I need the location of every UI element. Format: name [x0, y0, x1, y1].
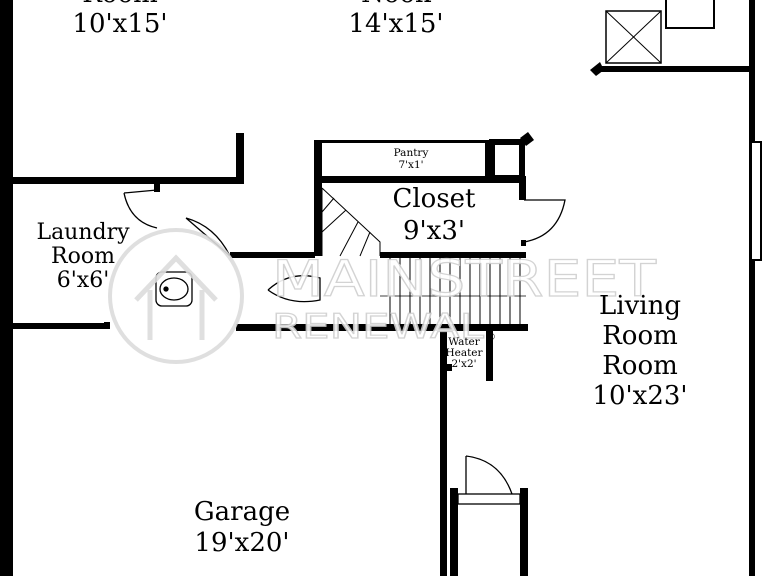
laundry-room-line-1: Room [51, 244, 115, 269]
garage-door-swing [465, 455, 513, 495]
laundry-door-jamb-bottom [104, 322, 110, 329]
garage-entry-right-wall [520, 488, 528, 576]
room-top-left-line-1: 10'x15' [72, 9, 167, 39]
hall-bottom-wall-right [236, 324, 528, 331]
watermark-house-icon [134, 254, 218, 340]
pantry-cabinet [489, 139, 525, 181]
watermark-registered-mark: ® [486, 332, 496, 343]
pantry-top-wall-line [322, 140, 487, 143]
living-room-window [750, 141, 762, 261]
water-heater-line-0: Water [448, 336, 481, 348]
water-heater-line-1: Heater [445, 347, 483, 359]
watermark: MAINSTREET RENEWAL ® [108, 228, 657, 364]
living-room-line-0: Living [599, 291, 681, 321]
nook-line-0: Nook [361, 0, 431, 9]
watermark-sub: RENEWAL [272, 307, 484, 347]
water-heater-right-wall [486, 331, 493, 381]
hall-small-door-swing [267, 275, 321, 303]
garage-entry-left-wall [450, 488, 458, 576]
stair-winder-1 [321, 197, 335, 213]
laundry-room-line-0: Laundry [36, 220, 130, 245]
stair-winder-4 [359, 231, 371, 257]
powder-room-fixtures [155, 271, 193, 307]
garage-line-0: Garage [194, 497, 290, 527]
outer-right-wall [749, 0, 755, 576]
top-right-wall [596, 66, 755, 72]
room-label-nook: Nook14'x15' [348, 0, 443, 39]
water-heater-line-2: 2'x2' [451, 358, 476, 370]
top-right-wall-corner [590, 62, 604, 76]
living-room-line-2: Room [602, 351, 678, 381]
laundry-room-line-2: 6'x6' [57, 268, 110, 293]
outer-left-wall [0, 0, 13, 576]
nook-line-1: 14'x15' [348, 9, 443, 39]
top-left-room-corner-post [236, 133, 244, 184]
hall-bottom-wall-left [13, 323, 109, 329]
pantry-left-wall [314, 140, 322, 256]
closet-door-swing [523, 199, 566, 243]
stair-treads [389, 258, 521, 324]
watermark-logo-ring [108, 228, 244, 364]
garage-door-frame [457, 493, 521, 505]
closet-line-0: Closet [392, 184, 476, 214]
toilet-handle [163, 286, 169, 292]
stair-winder-2 [321, 209, 347, 233]
top-left-room-bottom-wall [13, 177, 244, 184]
upper-stair-outline [665, 0, 715, 29]
laundry-door-jamb-top [154, 184, 160, 192]
skylight-diagonal-2 [605, 10, 662, 64]
room-top-left-line-0: Room [82, 0, 158, 9]
pantry-line-0: Pantry [394, 147, 429, 159]
hall-top-wall [230, 252, 315, 258]
pantry-bottom-wall [314, 176, 526, 183]
garage-line-1: 19'x20' [194, 528, 289, 558]
pantry-corner-post [520, 132, 534, 146]
water-heater-step [440, 364, 452, 371]
closet-line-1: 9'x3' [403, 216, 465, 246]
living-room-line-1: Room [602, 321, 678, 351]
staircase [321, 187, 526, 324]
living-room-line-3: 10'x23' [592, 381, 687, 411]
toilet-bowl-icon [159, 277, 189, 301]
stair-landing [321, 187, 381, 256]
toilet-tank [155, 271, 193, 307]
closet-right-wall [519, 183, 526, 200]
doors [123, 189, 566, 505]
watermark-brand: MAINSTREET [272, 250, 657, 308]
stair-top-wall [380, 252, 526, 258]
pantry-right-divider [485, 140, 492, 180]
laundry-door-swing [123, 189, 158, 229]
pantry-line-1: 7'x1' [398, 159, 423, 171]
water-heater-left-wall [440, 331, 447, 576]
stair-winder-3 [339, 221, 359, 257]
closet-right-jamb [521, 240, 526, 246]
